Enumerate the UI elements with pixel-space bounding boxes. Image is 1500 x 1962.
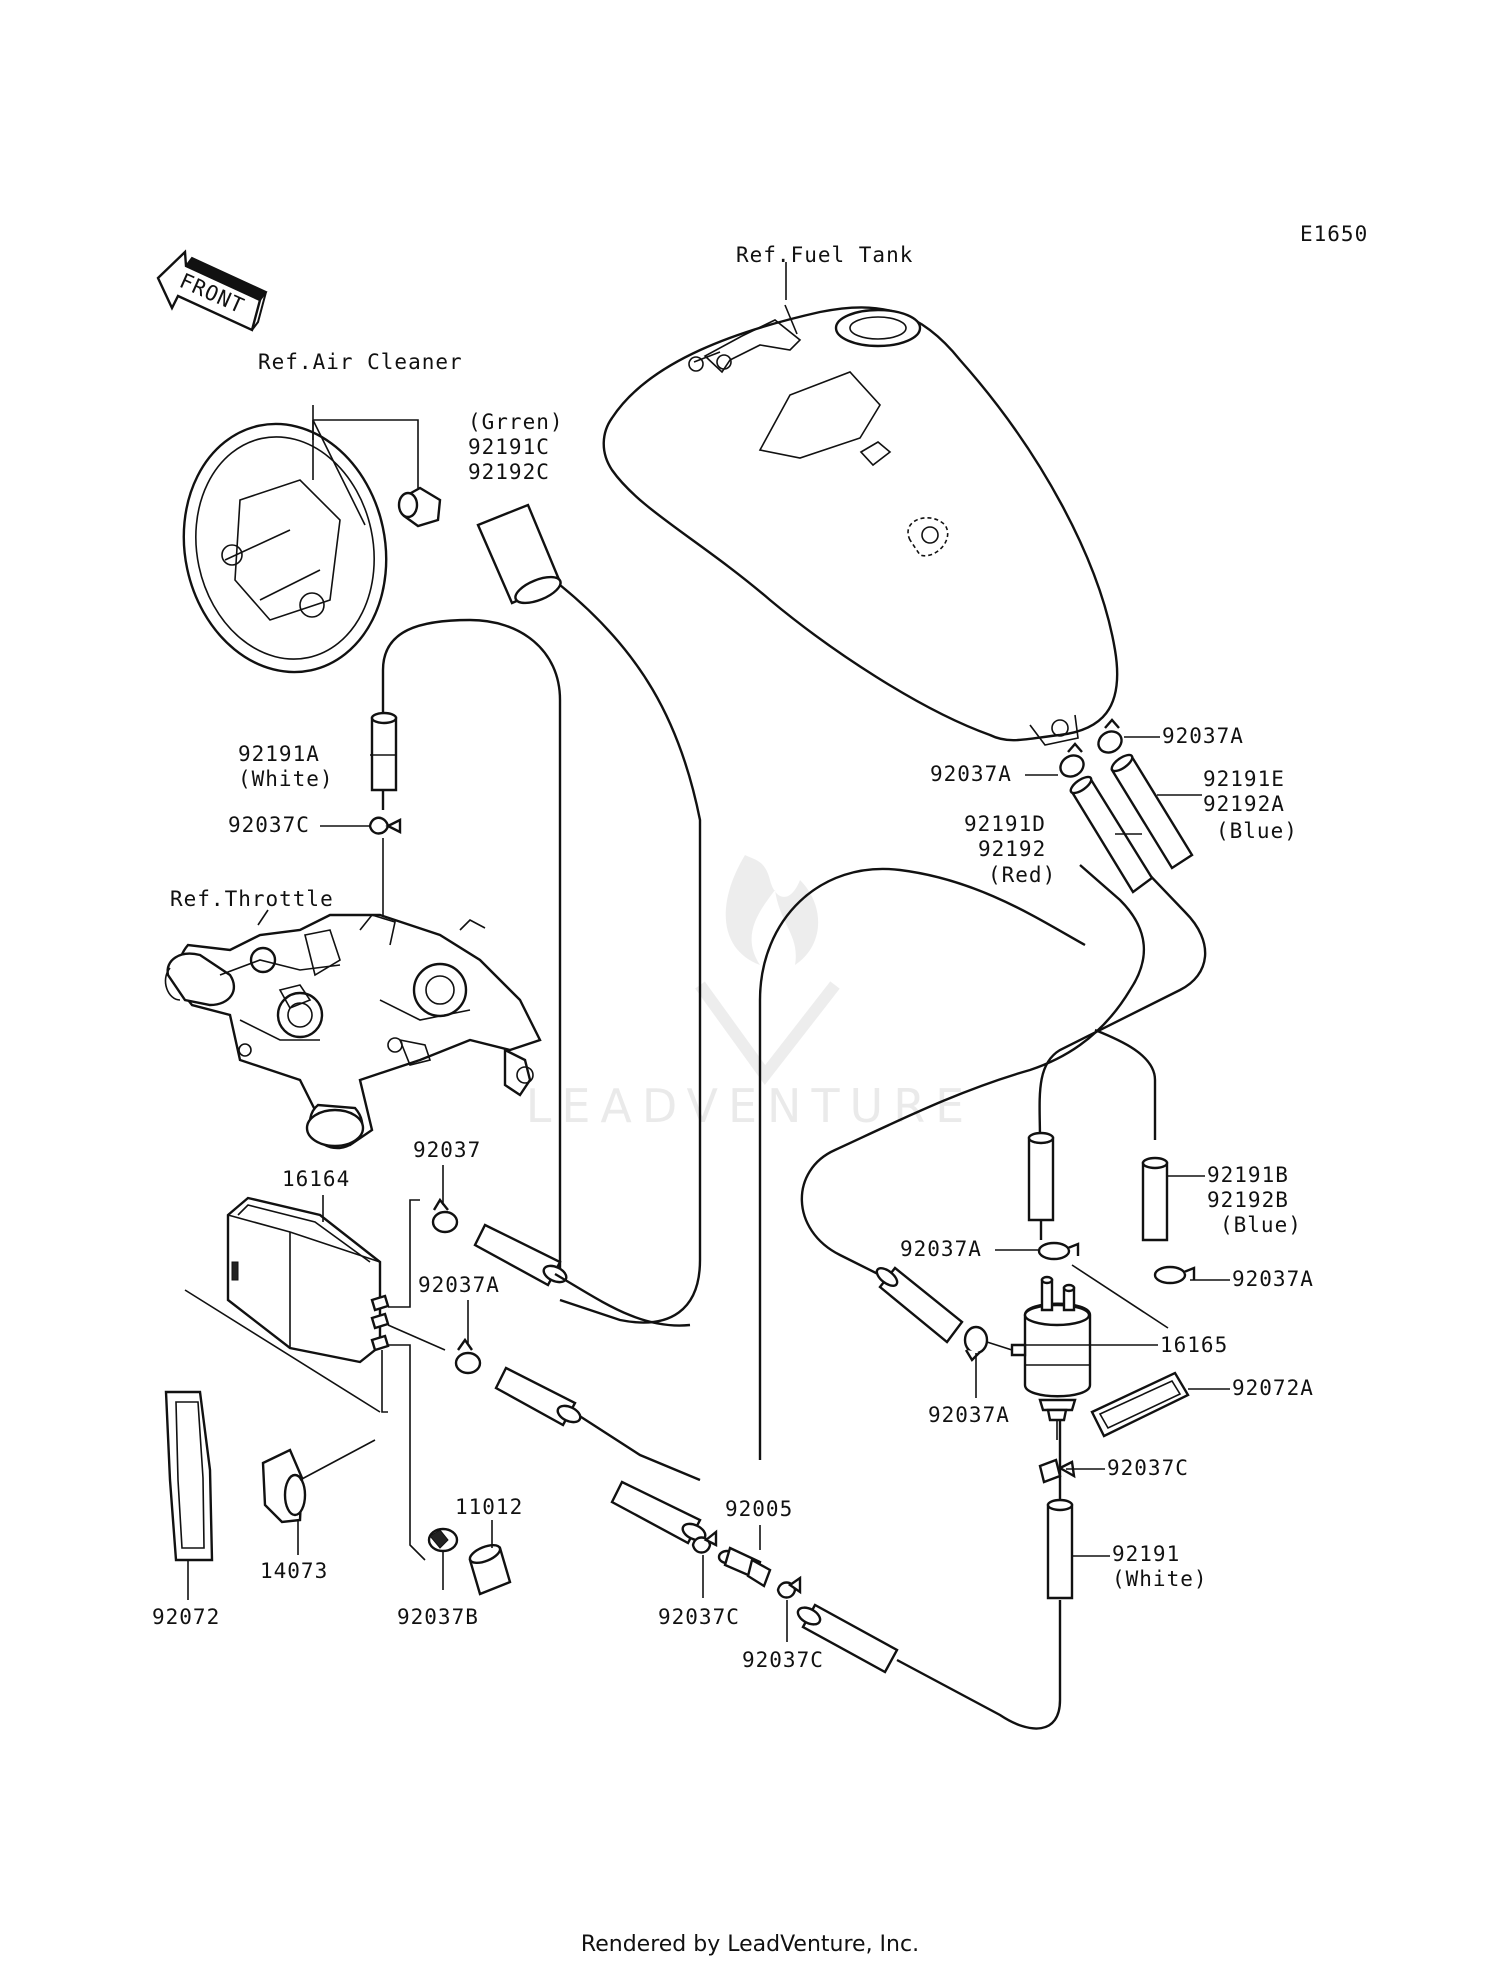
hose-92191a [370, 711, 398, 792]
ref-throttle-label: Ref.Throttle [170, 887, 334, 911]
label-92192c: 92192C [468, 460, 550, 484]
label-16164: 16164 [282, 1167, 350, 1191]
label-92005: 92005 [725, 1497, 793, 1521]
hose-92191e [1110, 753, 1194, 870]
label-92192a: 92192A [1203, 792, 1285, 816]
canister-bracket [184, 1289, 388, 1413]
clip-92037a-tank-1 [1059, 742, 1085, 778]
clip-92037c-bottom-2 [776, 1575, 802, 1599]
label-92037a-above-pump: 92037A [900, 1237, 982, 1261]
clip-92037a-above-pump [1037, 1241, 1080, 1261]
hose-routing-lines [381, 584, 1207, 1730]
clip-92037 [431, 1197, 459, 1234]
footer-credit: Rendered by LeadVenture, Inc. [581, 1932, 919, 1957]
hose-canister-3 [610, 1480, 707, 1545]
band-92072a [1090, 1371, 1190, 1438]
clip-92037a-right [1153, 1265, 1196, 1285]
line-pump-inlet [986, 1341, 1013, 1351]
front-arrow-icon: FRONT [156, 249, 268, 332]
v-logo-icon [695, 981, 840, 1086]
label-14073: 14073 [260, 1559, 328, 1583]
canister-line-3 [388, 1344, 426, 1561]
label-blue-2: (Blue) [1220, 1213, 1302, 1237]
label-16165: 16165 [1160, 1333, 1228, 1357]
leader-throttle [257, 909, 269, 926]
cap-11012 [468, 1543, 512, 1596]
label-92037b: 92037B [397, 1605, 479, 1629]
joint-92005 [717, 1546, 772, 1588]
label-11012: 11012 [455, 1495, 523, 1519]
canister-line-2 [387, 1324, 446, 1351]
hose-vertical-left [1027, 1131, 1055, 1222]
canister-hose-lines [388, 1199, 420, 1308]
clip-92037c-bottom-1 [691, 1529, 718, 1554]
leadventure-watermark: LEADVENTURE [526, 855, 975, 1133]
label-92037a-tank-1: 92037A [930, 762, 1012, 786]
label-92037: 92037 [413, 1138, 481, 1162]
label-92037a-right: 92037A [1232, 1267, 1314, 1291]
clip-92037a-canister [454, 1337, 482, 1375]
clip-92037c-top [368, 816, 402, 835]
label-red: (Red) [988, 863, 1056, 887]
cap-14073 [261, 1448, 307, 1524]
label-92037c-top: 92037C [228, 813, 310, 837]
label-92037c-bottom-1: 92037C [658, 1605, 740, 1629]
label-92191b: 92191B [1207, 1163, 1289, 1187]
hose-canister-2 [494, 1366, 582, 1427]
label-92072a: 92072A [1232, 1376, 1314, 1400]
label-92192: 92192 [978, 837, 1046, 861]
bracket-92072 [164, 1390, 214, 1562]
label-white-2: (White) [1112, 1567, 1208, 1591]
label-92072: 92072 [152, 1605, 220, 1629]
hose-bottom-right [796, 1603, 899, 1674]
air-cleaner [182, 422, 442, 674]
diagram-code: E1650 [1300, 222, 1368, 246]
throttle-body [164, 913, 542, 1150]
flame-logo-icon [725, 855, 819, 965]
air-cleaner-bracket [312, 419, 419, 526]
hose-pump-left [875, 1266, 964, 1344]
clip-92037b [427, 1527, 459, 1553]
fuel-pump-16165 [1010, 1275, 1092, 1422]
clip-92037a-pump [963, 1325, 989, 1362]
label-92191e: 92191E [1203, 767, 1285, 791]
label-92191: 92191 [1112, 1542, 1180, 1566]
fuel-tank [602, 304, 1119, 746]
label-92191c: 92191C [468, 435, 550, 459]
hose-92191c [476, 503, 562, 605]
watermark-text: LEADVENTURE [526, 1079, 975, 1133]
canister-16164 [226, 1196, 390, 1364]
hose-92191 [1046, 1498, 1074, 1600]
line-pump-top [1071, 1264, 1169, 1329]
hose-92191d [1069, 775, 1154, 894]
hose-92191b [1141, 1156, 1169, 1242]
ref-air-cleaner-label: Ref.Air Cleaner [258, 350, 463, 374]
label-blue-1: (Blue) [1216, 819, 1298, 843]
label-white-1: (White) [238, 767, 334, 791]
label-92191a: 92191A [238, 742, 320, 766]
ref-fuel-tank-label: Ref.Fuel Tank [736, 243, 913, 267]
label-92037a-pump: 92037A [928, 1403, 1010, 1427]
label-92037c-fuel: 92037C [1107, 1456, 1189, 1480]
clip-92037c-fuel [1038, 1458, 1076, 1484]
hose-line-canister [554, 1272, 691, 1327]
label-92037c-bottom-2: 92037C [742, 1648, 824, 1672]
clip-92037a-tank-2 [1097, 718, 1123, 754]
label-92037a-tank-2: 92037A [1162, 724, 1244, 748]
label-92037a-canister: 92037A [418, 1273, 500, 1297]
leader-14073 [297, 1439, 376, 1555]
label-grrn: (Grren) [468, 410, 564, 434]
label-92192b: 92192B [1207, 1188, 1289, 1212]
label-92191d: 92191D [964, 812, 1046, 836]
